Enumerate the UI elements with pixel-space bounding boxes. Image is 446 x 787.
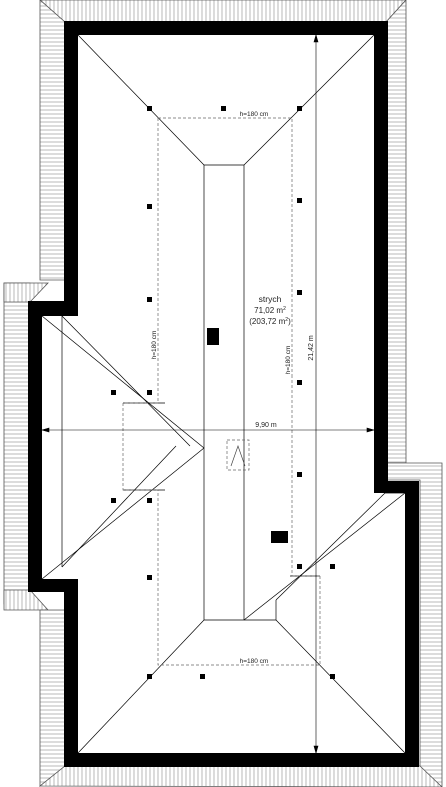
roof-eaves	[3, 0, 443, 787]
area-net-sup: 2	[283, 306, 286, 312]
height-mark-bottom: h=180 cm	[240, 658, 269, 665]
area-net-value: 71,02 m	[254, 306, 283, 315]
headroom-line	[122, 117, 321, 666]
width-dimension-label: 9,90 m	[255, 422, 277, 429]
room-name: strych	[259, 294, 282, 304]
roof-posts	[111, 106, 335, 679]
chimney-2	[271, 531, 288, 543]
length-dimension-label: 21,42 m	[308, 335, 315, 360]
height-mark-top: h=180 cm	[240, 111, 269, 118]
area-gross-close: )	[288, 317, 291, 326]
stair-opening	[226, 439, 250, 471]
dimension-lines	[40, 33, 376, 755]
area-gross-value: (203,72 m	[249, 317, 285, 326]
exterior-wall	[28, 21, 419, 767]
room-area-net: 71,02 m2	[254, 306, 286, 315]
height-mark-right: h=180 cm	[285, 346, 292, 375]
area-gross-sup: 2	[285, 317, 288, 323]
room-area-gross: (203,72 m2)	[249, 317, 291, 326]
roof-hip-lines	[41, 34, 406, 754]
height-mark-left: h=180 cm	[151, 331, 158, 360]
chimney-1	[207, 328, 219, 345]
